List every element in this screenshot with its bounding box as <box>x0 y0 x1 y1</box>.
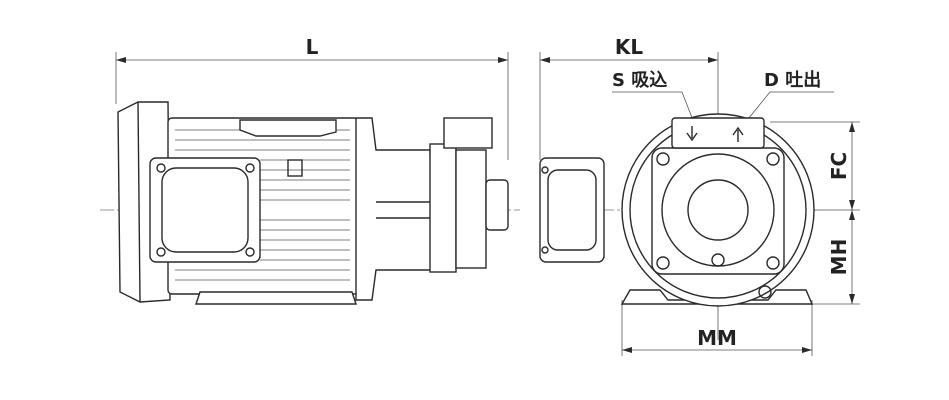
pump-casing-front <box>661 153 775 267</box>
side-view: L <box>100 35 520 305</box>
terminal-box <box>149 157 261 263</box>
terminal-screw <box>245 163 255 173</box>
suction-leader <box>612 91 697 129</box>
terminal-screw <box>245 247 255 257</box>
lifting-lug <box>239 119 337 137</box>
front-view: KL S 吸込 D 吐出 FC MH MM <box>539 35 860 356</box>
terminal-box-side <box>539 157 605 263</box>
earth-terminal <box>287 159 303 177</box>
dim-KL-label: KL <box>615 35 643 59</box>
suction-bore <box>687 179 749 241</box>
dim-FC-label: FC <box>827 152 851 180</box>
bracket <box>355 117 433 301</box>
pump-flange <box>429 143 457 273</box>
suction-label: S 吸込 <box>612 70 667 91</box>
top-port-block <box>671 117 765 149</box>
terminal-box-lid <box>161 167 249 253</box>
discharge-label: D 吐出 <box>764 69 821 91</box>
discharge-port <box>443 117 493 149</box>
dim-MM: MM <box>621 300 813 356</box>
dim-MH-label: MH <box>827 239 851 276</box>
pump-casing <box>455 149 487 269</box>
dim-KL: KL <box>539 35 719 340</box>
drain-plug <box>711 253 725 267</box>
dim-L: L <box>115 35 509 160</box>
motor-foot <box>195 291 357 305</box>
dim-L-label: L <box>306 35 319 59</box>
suction-nozzle <box>485 179 509 231</box>
terminal-screw <box>156 163 166 173</box>
discharge-leader <box>743 91 834 125</box>
suction-arrow-icon <box>686 126 698 142</box>
discharge-arrow-icon <box>732 126 744 142</box>
dim-MM-label: MM <box>697 326 737 350</box>
front-foot <box>620 289 814 305</box>
terminal-screw <box>156 247 166 257</box>
ground-bolt <box>758 285 772 299</box>
